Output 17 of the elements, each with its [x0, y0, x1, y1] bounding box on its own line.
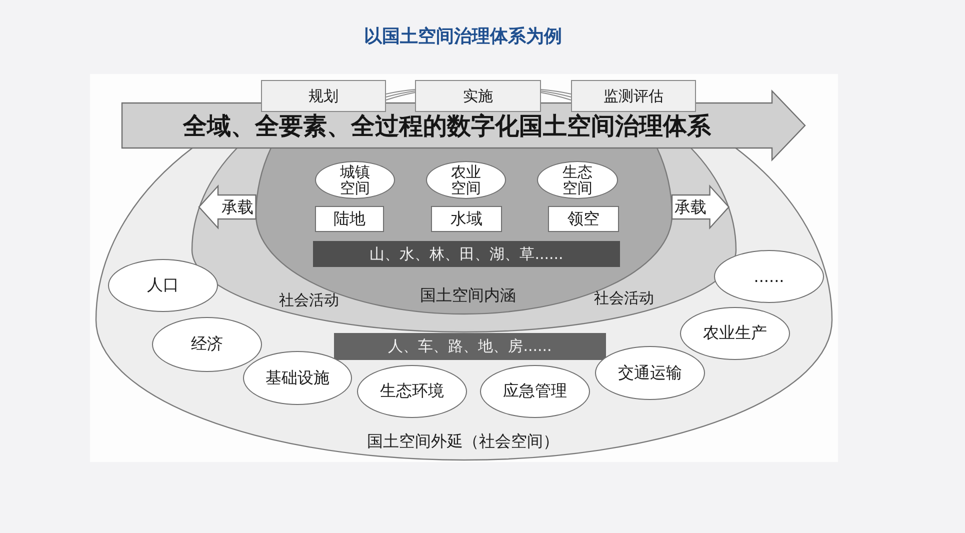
region-label: 社会活动: [594, 289, 654, 307]
ellipse-area: [96, 148, 832, 460]
region-label: 国土空间外延（社会空间）: [367, 431, 559, 451]
title: 以国土空间治理体系为例: [363, 26, 563, 48]
label-box: 监测评估: [571, 80, 696, 112]
ellipse-area: [256, 148, 672, 314]
label-box: 实施: [415, 80, 541, 112]
label-box: 水域: [431, 206, 502, 232]
region-label: 社会活动: [279, 291, 339, 309]
edge-label: 承载: [674, 197, 707, 217]
label-box: 领空: [548, 206, 619, 232]
label-box: 规划: [261, 80, 386, 112]
text-bar: 人、车、路、地、房......: [334, 333, 606, 360]
label-box: 陆地: [315, 206, 384, 232]
text-bar: 山、水、林、田、湖、草......: [313, 241, 620, 267]
edge-label: 承载: [221, 197, 254, 217]
region-label: 国土空间内涵: [420, 285, 516, 305]
